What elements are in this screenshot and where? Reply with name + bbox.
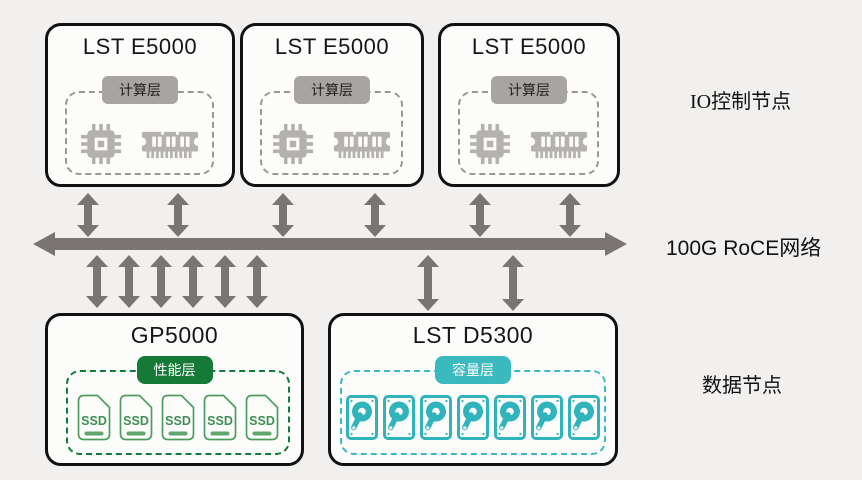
network-link-arrow xyxy=(364,193,386,237)
ssd-icon: SSD xyxy=(203,394,237,440)
cpu-icon xyxy=(80,124,121,164)
hdd-icon xyxy=(383,394,415,440)
ssd-icon: SSD xyxy=(245,394,279,440)
server-title: LST D5300 xyxy=(412,322,534,348)
network-link-arrow xyxy=(86,255,108,308)
ram-icon xyxy=(529,131,588,158)
io-nodes-side-label: IO控制节点 xyxy=(690,91,792,113)
server-title: GP5000 xyxy=(130,322,219,348)
ssd-label: SSD xyxy=(207,414,233,428)
compute-icons xyxy=(260,118,403,170)
io-node-box-1: LST E5000 计算层 xyxy=(45,23,235,187)
compute-layer-label: 计算层 xyxy=(294,76,370,104)
network-link-arrow xyxy=(214,255,236,308)
network-link-arrow xyxy=(272,193,294,237)
network-link-arrow xyxy=(167,193,189,237)
network-bus-arrow xyxy=(33,232,627,256)
capacity-layer-label: 容量层 xyxy=(435,356,511,384)
network-link-arrow xyxy=(469,193,491,237)
ssd-row: SSD SSD SSD SSD SSD xyxy=(66,388,290,446)
network-link-arrow xyxy=(246,255,268,308)
cpu-icon xyxy=(272,124,313,164)
hdd-icon xyxy=(568,394,600,440)
ssd-icon: SSD xyxy=(161,394,195,440)
network-label: 100G RoCE网络 xyxy=(666,237,822,260)
network-link-arrow xyxy=(182,255,204,308)
hdd-icon xyxy=(494,394,526,440)
ssd-label: SSD xyxy=(81,414,107,428)
server-title: LST E5000 xyxy=(471,34,587,59)
network-link-arrow xyxy=(118,255,140,308)
data-nodes-side-label: 数据节点 xyxy=(702,375,782,397)
compute-layer-label: 计算层 xyxy=(491,76,567,104)
ssd-label: SSD xyxy=(165,414,191,428)
hdd-row xyxy=(340,388,606,446)
ssd-label: SSD xyxy=(123,414,149,428)
network-link-arrow xyxy=(559,193,581,237)
compute-icons xyxy=(65,118,214,170)
compute-icons xyxy=(458,118,599,170)
hdd-icon xyxy=(420,394,452,440)
hdd-icon xyxy=(531,394,563,440)
network-link-arrow xyxy=(77,193,99,237)
network-link-arrow xyxy=(417,255,439,311)
server-title: LST E5000 xyxy=(82,34,198,59)
io-node-box-3: LST E5000 计算层 xyxy=(438,23,620,187)
hdd-icon xyxy=(457,394,489,440)
ssd-icon: SSD xyxy=(119,394,153,440)
network-link-arrow xyxy=(150,255,172,308)
network-link-arrow xyxy=(502,255,524,311)
capacity-node-box: LST D5300 容量层 xyxy=(328,313,618,466)
ram-icon xyxy=(332,131,391,158)
server-title: LST E5000 xyxy=(274,34,390,59)
hdd-icon xyxy=(346,394,378,440)
ssd-label: SSD xyxy=(249,414,275,428)
compute-layer-label: 计算层 xyxy=(102,76,178,104)
ram-icon xyxy=(140,131,199,158)
io-node-box-2: LST E5000 计算层 xyxy=(240,23,424,187)
ssd-icon: SSD xyxy=(77,394,111,440)
cpu-icon xyxy=(469,124,510,164)
performance-node-box: GP5000 性能层 SSD SSD SSD SSD xyxy=(45,313,304,466)
performance-layer-label: 性能层 xyxy=(136,356,213,384)
